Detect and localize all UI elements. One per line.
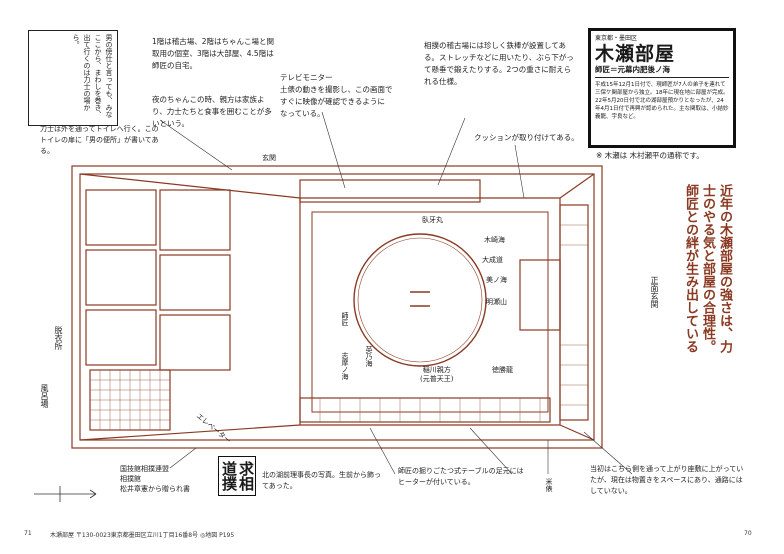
- footer-address: 木瀬部屋 〒130-0023東京都墨田区立川1丁目16番8号 ◎地図 P195: [50, 532, 235, 539]
- dohyo-ring: [353, 233, 487, 367]
- table-note: 師匠の掘りごたつ式テーブルの足元にはヒーターが付いている。: [398, 467, 524, 486]
- stable-name: 木瀬部屋: [595, 43, 676, 65]
- stable-title-box: 東京都・墨田区 木瀬部屋 師匠＝元幕内肥後ノ海 平成15年12月1日付で、現師匠…: [588, 28, 736, 148]
- master-label: 師匠＝元幕内肥後ノ海: [595, 65, 729, 78]
- label-daiseido: 大成道: [482, 256, 503, 264]
- catch-copy: 近年の木瀬部屋の強さは、力士のやる気と部屋の合理性。師匠との絆が生み出している: [683, 184, 732, 353]
- chanko-note: 夜のちゃんこの時、親方は家族より、力士たちと食事を囲むことが多いという。: [152, 95, 272, 128]
- label-rice: 米俵: [545, 478, 553, 492]
- label-inagawa: 稲川親方 (元普天王): [420, 366, 454, 383]
- left-page-number: 71: [24, 530, 32, 537]
- label-tokushoryu: 徳勝龍: [492, 366, 513, 374]
- left-vertical-note: 男の傍仕と言っても、みなここから、まわしを巻き、出て行くのは力士の場から。: [28, 30, 118, 126]
- label-front-entrance: 正面玄関: [650, 276, 659, 308]
- label-bath: 風呂場: [40, 384, 49, 408]
- cushion-note: クッションが取り付けてある。: [474, 133, 579, 142]
- stable-description: 平成15年12月1日付で、現師匠が7人の弟子を連れて三保ケ関部屋から独立。18年…: [595, 82, 729, 120]
- floors-note: 1階は稽古場、2階はちゃんこ場と関取用の個室、3階は大部屋、4.5階は師匠の自宅…: [152, 37, 275, 70]
- kamidana-stamp: 求相 道撲: [218, 456, 256, 496]
- teppo-note: 相撲の稽古場には珍しく鉄棒が設置してある。ストレッチなどに用いたり、ぶら下がって…: [424, 41, 574, 86]
- label-mieno: 美ノ海: [486, 276, 507, 284]
- keikoba-room: [299, 197, 561, 426]
- label-master: 師匠: [341, 312, 349, 326]
- label-kisenoyama: 木崎海: [484, 236, 505, 244]
- toilet-note: 力士は外を通ってトイレへ行く。このトイレの扉に「男の便所」が書いてある。: [40, 125, 159, 155]
- right-page-number: 70: [744, 530, 752, 537]
- region-label: 東京都・墨田区: [595, 35, 638, 42]
- shrine-note: 国技館相撲連盟 相撲館 松井章憲から贈られ書: [120, 465, 190, 493]
- label-entrance: 玄関: [262, 154, 276, 162]
- tv-monitor-note: テレビモニター 土俵の動きを撮影し、この画面ですぐに映像が確認できるように なっ…: [280, 73, 393, 118]
- entrance-note: 当初はこちら側を通って上がり座敷に上がっていたが、現在は物置きをスペースにあり、…: [590, 465, 744, 495]
- label-changing-room: 脱衣所: [54, 326, 63, 350]
- wood-note: ※ 木瀬は 木村瀬平の通称です。: [596, 151, 704, 160]
- label-kimurayama: 臥牙丸: [422, 216, 443, 224]
- label-shinoumi: 志摩ノ海: [341, 352, 349, 380]
- outer-wall: [71, 165, 603, 449]
- photo-note: 北の湖前理事長の写真。生前から飾ってあった。: [262, 471, 381, 490]
- label-tsurugisho: 英乃海: [365, 346, 373, 367]
- label-myogiryu: 明瀬山: [486, 298, 507, 306]
